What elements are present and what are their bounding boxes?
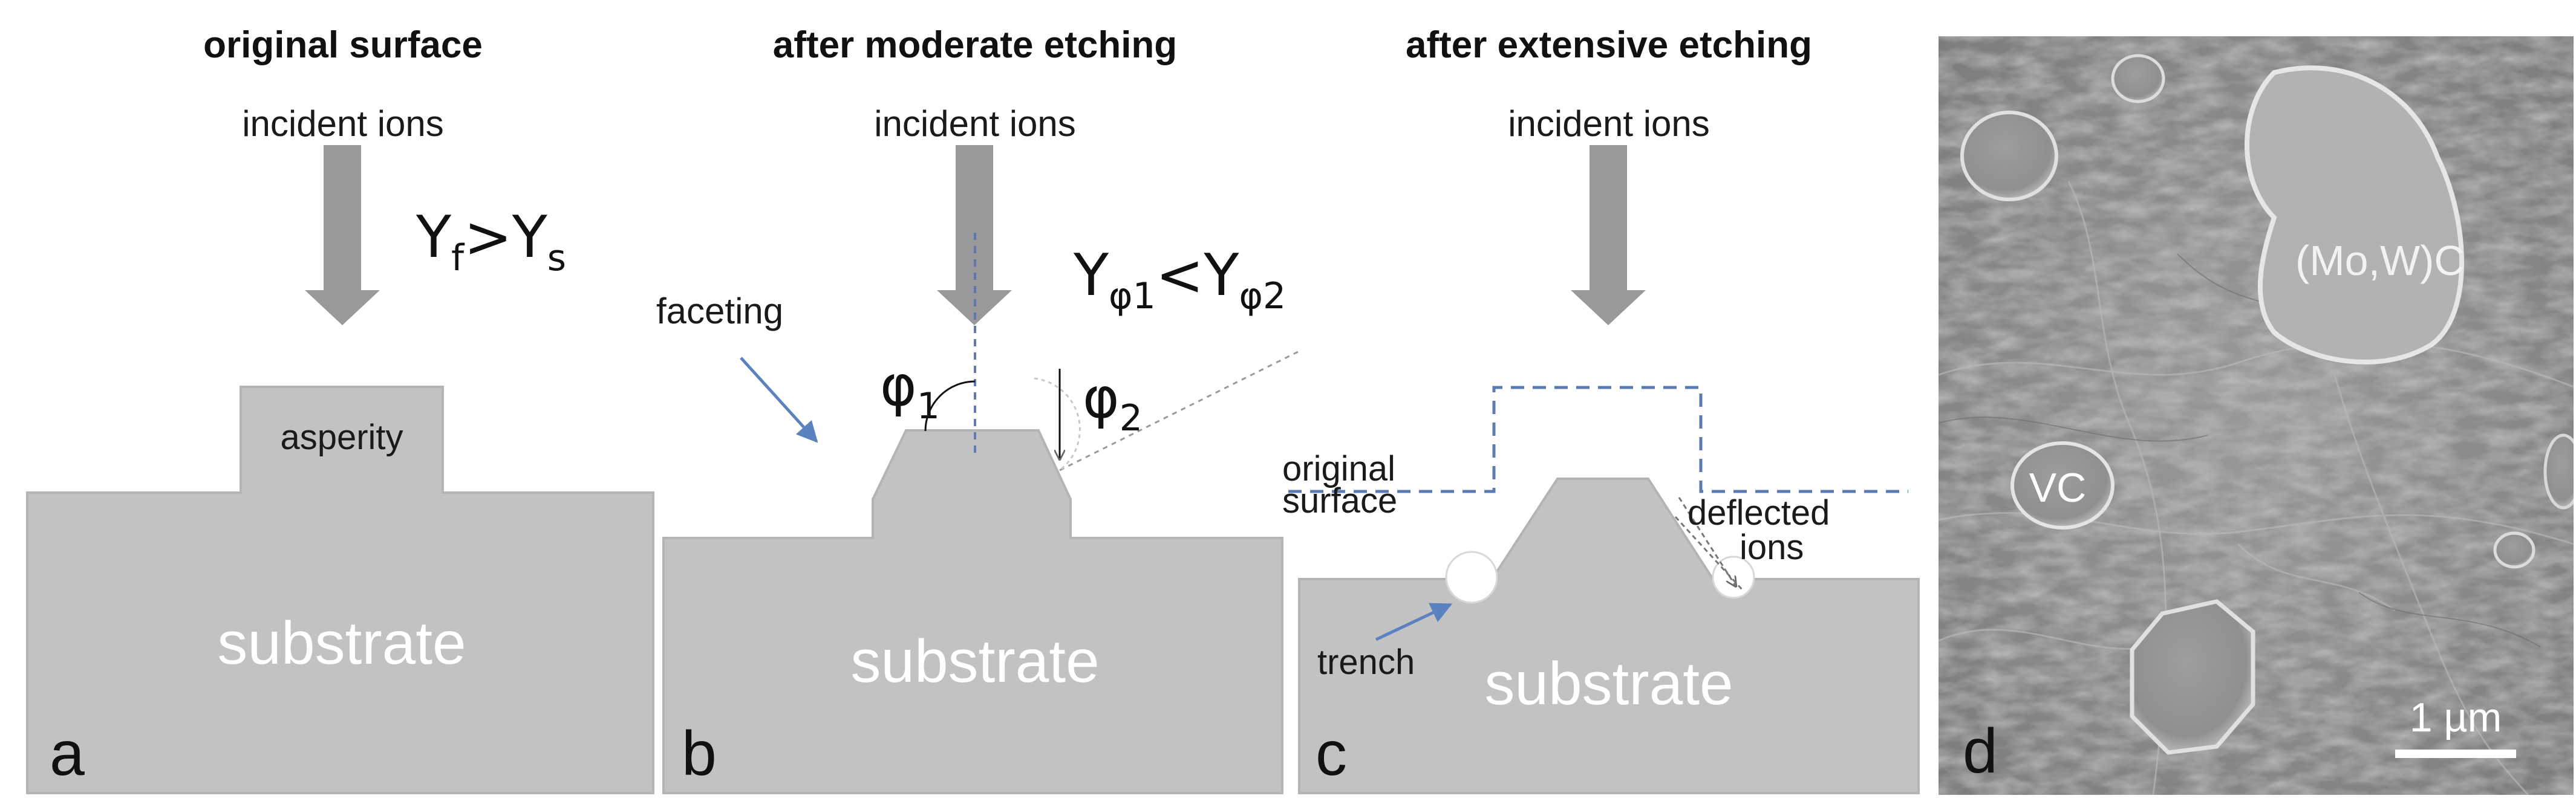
- substrate-shape-b: [662, 429, 1283, 794]
- trench-pointer-arrow: [1375, 603, 1453, 641]
- panel-c: after extensive etching incident ions or…: [1282, 24, 1920, 794]
- substrate-label-c: substrate: [1484, 650, 1733, 718]
- trench-label: trench: [1317, 643, 1415, 682]
- panel-b-ions-label: incident ions: [874, 103, 1076, 144]
- original-surface-label-2: surface: [1282, 481, 1397, 520]
- panel-a: original surface incident ions Yf>Ys asp…: [26, 24, 654, 794]
- panel-d-sem-image: (Mo,W)C VC d 1 µm: [1939, 36, 2574, 795]
- small-grain-top-left: [1960, 111, 2058, 201]
- small-grain-top: [2111, 54, 2165, 103]
- yield-relation-b: Yφ1<Yφ2: [1073, 242, 1286, 317]
- substrate-shape-a: [26, 386, 654, 794]
- trench-left: [1445, 551, 1498, 604]
- deflected-ion-path-1: [1678, 497, 1736, 586]
- scale-bar: [2395, 750, 2516, 758]
- angle-label-phi2: φ2: [1083, 366, 1143, 439]
- original-surface-outline: [1288, 386, 1908, 493]
- substrate-label-a: substrate: [217, 609, 466, 677]
- facet-normal-line: [1059, 349, 1301, 471]
- faceting-pointer-arrow: [740, 357, 818, 443]
- yield-relation-a: Yf>Ys: [416, 204, 566, 279]
- deflected-ions-label-1: deflected: [1687, 493, 1830, 533]
- panel-a-title: original surface: [203, 24, 483, 66]
- mo-w-carbide-label: (Mo,W)C: [2295, 237, 2465, 284]
- asperity-label: asperity: [280, 418, 403, 457]
- panel-letter-a: a: [50, 719, 85, 789]
- faceting-label: faceting: [656, 291, 783, 331]
- original-surface-label-1: original: [1282, 449, 1395, 488]
- substrate-label-b: substrate: [850, 627, 1099, 695]
- incident-ion-arrow-c: [1571, 145, 1646, 325]
- mo-w-carbide-grain: [2245, 65, 2464, 364]
- angle-label-phi1: φ1: [880, 354, 940, 427]
- vc-label: VC: [2029, 465, 2086, 511]
- deflected-ions-label-2: ions: [1740, 528, 1804, 567]
- small-grain-right-edge: [2543, 433, 2574, 510]
- panel-letter-d: d: [1963, 716, 1998, 786]
- small-grain-right: [2493, 531, 2535, 569]
- panel-b-title: after moderate etching: [773, 24, 1177, 66]
- panel-c-ions-label: incident ions: [1508, 103, 1710, 144]
- angle-arc-phi1: [924, 380, 976, 432]
- vc-grain: [2010, 441, 2115, 530]
- polygonal-grain-bottom: [2130, 599, 2255, 755]
- scale-bar-label: 1 µm: [2410, 695, 2502, 740]
- incident-ion-arrow-a: [305, 145, 380, 325]
- panel-a-ions-label: incident ions: [242, 103, 444, 144]
- panel-letter-c: c: [1316, 719, 1347, 789]
- panel-letter-b: b: [682, 719, 717, 789]
- panel-c-title: after extensive etching: [1406, 24, 1812, 66]
- angle-arc-phi2: [1034, 377, 1081, 471]
- panel-b: after moderate etching incident ions Yφ1…: [656, 24, 1301, 794]
